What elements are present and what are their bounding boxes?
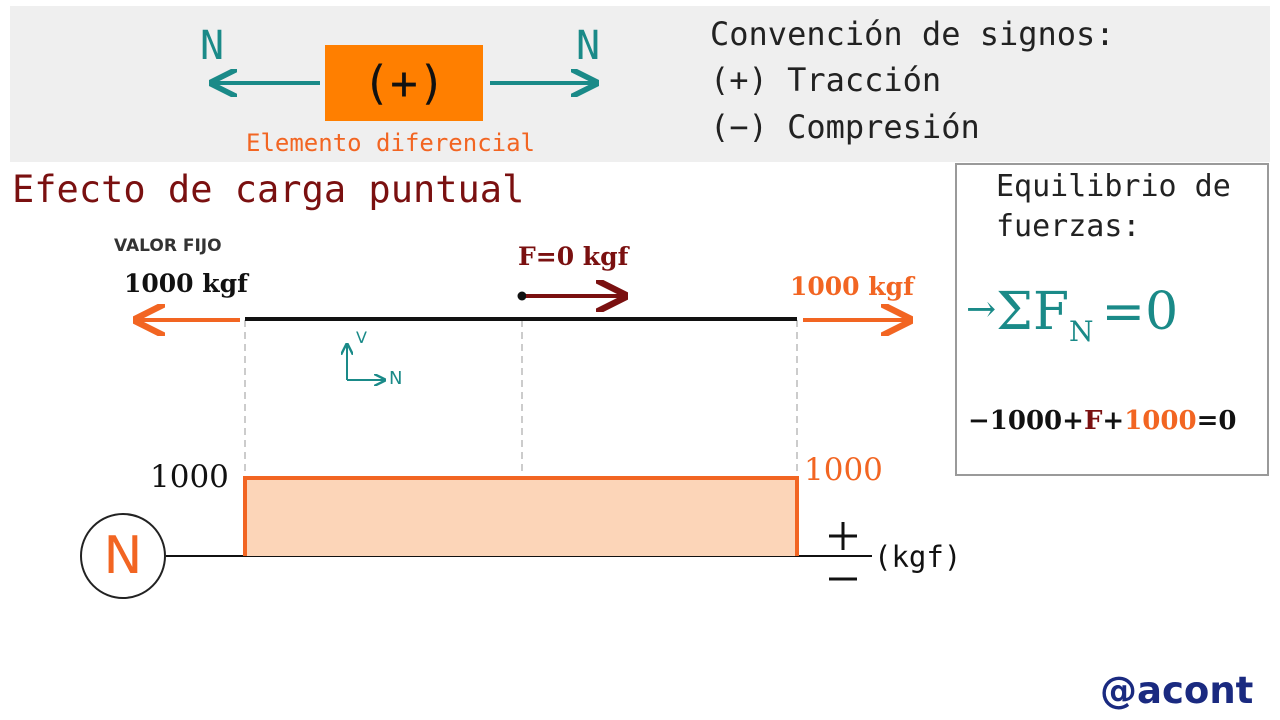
- eq-part-zero: =0: [1196, 406, 1237, 436]
- axis-v-label: V: [356, 328, 367, 347]
- equilibrium-equation: −1000+F+1000=0: [968, 408, 1236, 434]
- normal-force-area: [245, 478, 797, 556]
- n-label-left: N: [200, 23, 225, 69]
- convention-title: Convención de signos:: [710, 15, 1115, 53]
- equilibrium-formula: →ΣFN=0: [966, 286, 1178, 346]
- equilibrium-title-2: fuerzas:: [996, 209, 1141, 244]
- equilibrium-title-1: Equilibrio de: [996, 169, 1231, 204]
- point-load-dot: [517, 291, 527, 301]
- page-heading: Efecto de carga puntual: [12, 168, 525, 211]
- point-load-label: F=0 kgf: [518, 242, 629, 271]
- equilibrium-panel: [955, 163, 1269, 476]
- right-value-label: 1000: [804, 452, 883, 488]
- element-caption: Elemento diferencial: [246, 129, 535, 157]
- eq-part-f: F: [1083, 406, 1103, 436]
- element-sign: (+): [362, 56, 446, 110]
- right-load-label: 1000 kgf: [790, 272, 914, 301]
- formula-arrow: →: [966, 289, 997, 330]
- differential-element: (+): [325, 45, 483, 121]
- eq-part-1000: 1000: [1124, 406, 1197, 436]
- left-load-label: 1000 kgf: [124, 269, 248, 298]
- eq-part-a: −1000+: [968, 406, 1084, 436]
- normal-symbol-letter: N: [103, 526, 143, 586]
- formula-rest: =0: [1101, 282, 1179, 342]
- normal-force-outline: [243, 476, 799, 556]
- watermark: @acont: [1100, 669, 1254, 712]
- formula-sigma: Σ: [996, 282, 1033, 342]
- formula-f: F: [1032, 282, 1070, 342]
- convention-compression: (−) Compresión: [710, 108, 980, 146]
- convention-tension: (+) Tracción: [710, 61, 942, 99]
- axis-n-label: N: [389, 368, 403, 389]
- n-label-right: N: [576, 23, 601, 69]
- formula-subscript: N: [1069, 315, 1094, 348]
- left-value-label: 1000: [150, 459, 229, 495]
- eq-part-plus: +: [1102, 406, 1125, 436]
- normal-force-symbol: N: [80, 513, 166, 599]
- unit-label: (kgf): [874, 540, 962, 574]
- fixed-value-tag: VALOR FIJO: [114, 236, 222, 256]
